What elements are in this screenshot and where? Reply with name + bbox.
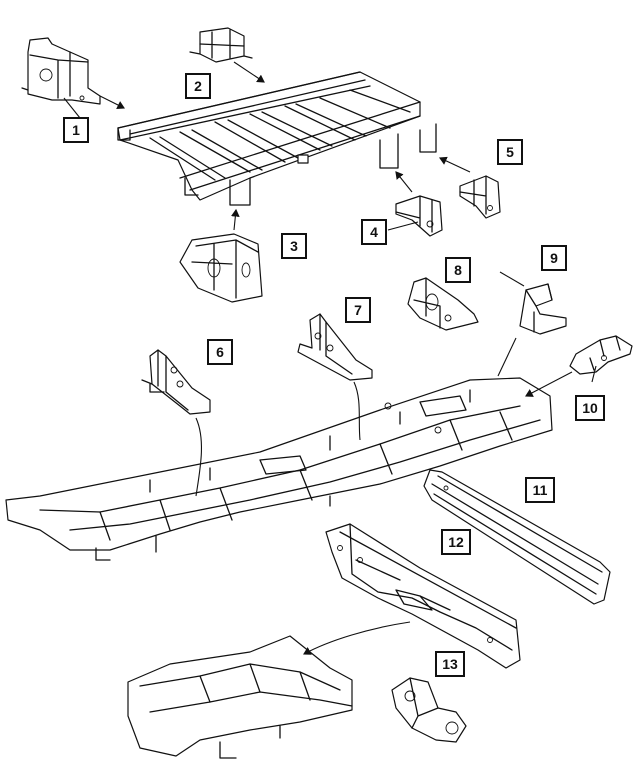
callout-1: 1 [63, 117, 89, 143]
callout-12: 12 [441, 529, 471, 555]
svg-text:11: 11 [533, 482, 548, 498]
leader-lines [63, 61, 597, 655]
callout-5: 5 [497, 139, 523, 165]
callout-13: 13 [435, 651, 465, 677]
callout-2: 2 [185, 73, 211, 99]
svg-text:10: 10 [582, 400, 598, 416]
callout-11: 11 [525, 477, 555, 503]
callout-6: 6 [207, 339, 233, 365]
svg-text:12: 12 [448, 534, 464, 550]
part-7-bracket [297, 313, 373, 381]
part-13-bracket [391, 677, 467, 743]
callout-9: 9 [541, 245, 567, 271]
bottom-frame-section [127, 635, 353, 759]
callout-3: 3 [281, 233, 307, 259]
svg-text:4: 4 [370, 224, 378, 240]
svg-text:1: 1 [72, 122, 80, 138]
part-4-bracket [395, 195, 443, 237]
svg-text:13: 13 [442, 656, 458, 672]
part-2-crossmember-bracket [189, 27, 253, 63]
svg-text:6: 6 [216, 344, 224, 360]
part-8-bracket [407, 277, 479, 331]
svg-text:3: 3 [290, 238, 298, 254]
upper-frame [117, 71, 437, 206]
svg-text:2: 2 [194, 78, 202, 94]
part-3-bracket [179, 233, 263, 303]
part-5-bracket [459, 175, 501, 219]
svg-text:7: 7 [354, 302, 362, 318]
part-6-bracket [141, 349, 211, 415]
svg-text:9: 9 [550, 250, 558, 266]
part-10-bracket [569, 335, 633, 375]
callout-10: 10 [575, 395, 605, 421]
callout-7: 7 [345, 297, 371, 323]
lower-frame [5, 377, 553, 561]
svg-text:8: 8 [454, 262, 462, 278]
part-12-side-rail [325, 523, 521, 669]
part-1-bracket [21, 37, 101, 105]
part-9-bracket [519, 283, 567, 335]
part-11-side-rail [423, 469, 611, 605]
callout-8: 8 [445, 257, 471, 283]
callout-4: 4 [361, 219, 387, 245]
svg-text:5: 5 [506, 144, 514, 160]
